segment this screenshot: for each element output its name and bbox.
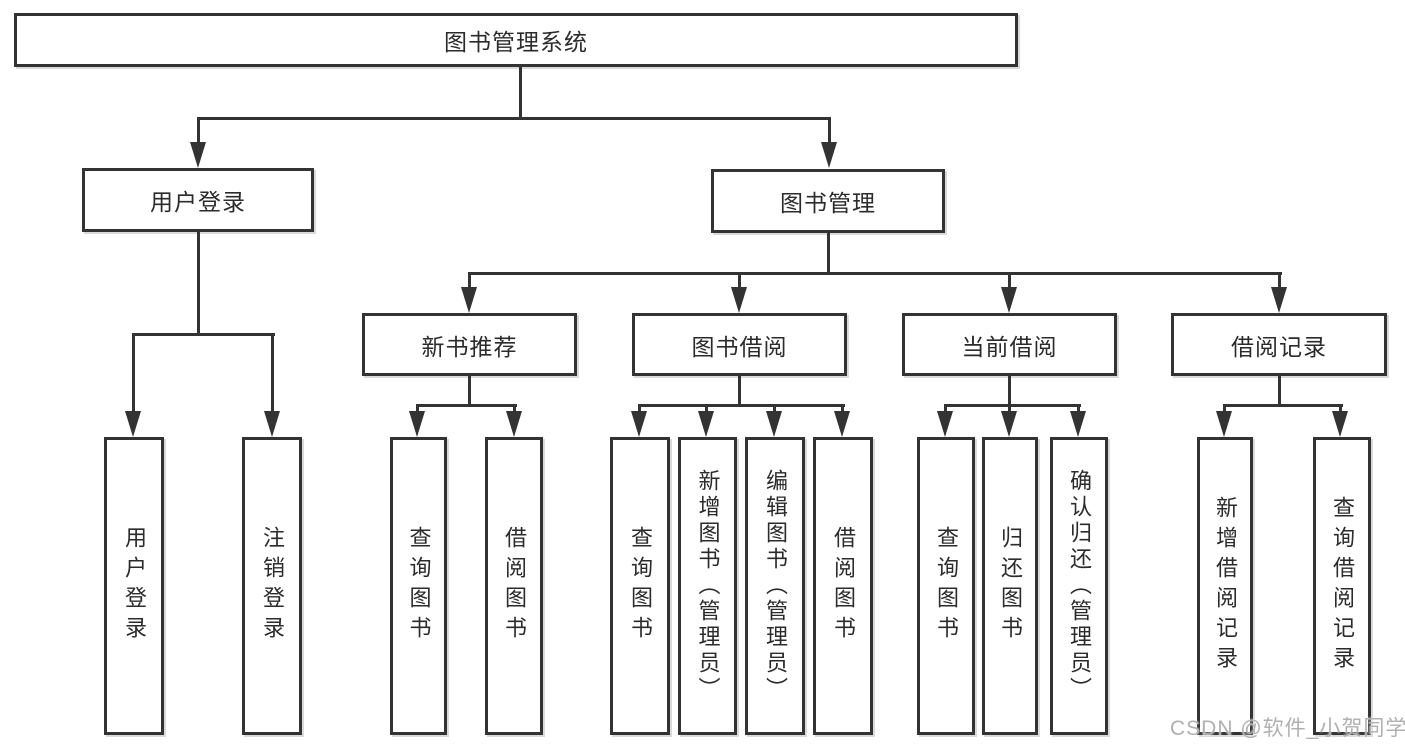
connector-drop [513, 404, 516, 413]
connector-new-book-stem [468, 376, 471, 407]
connector-drop [1223, 404, 1226, 413]
arrow-book-management [821, 142, 837, 168]
arrow-user-login [190, 142, 206, 168]
arrow-query-record [1332, 411, 1348, 437]
connector-book-borrow-stem [738, 376, 741, 407]
node-current-borrow: 当前借阅 [902, 313, 1117, 376]
arrow-add-book [698, 411, 714, 437]
connector-user-login-hbar [132, 333, 275, 336]
arrow-new-book [461, 287, 477, 313]
connector-root-stem [519, 66, 522, 119]
leaf-add-book-admin: 新增图书（管理员） [678, 437, 737, 735]
arrow-borrow-book-2 [834, 411, 850, 437]
leaf-query-book-2: 查询图书 [610, 437, 670, 735]
arrow-logout [264, 411, 280, 437]
connector-drop [1077, 404, 1080, 413]
leaf-confirm-return-admin: 确认归还（管理员） [1050, 437, 1108, 735]
arrow-query-book-2 [631, 411, 647, 437]
connector-drop [416, 404, 419, 413]
connector-drop-current-borrow [1008, 272, 1011, 289]
connector-new-book-hbar [416, 404, 517, 407]
connector-drop [841, 404, 844, 413]
arrow-current-borrow [1001, 287, 1017, 313]
connector-drop-borrow-records [1278, 272, 1281, 289]
arrow-return-book [1001, 411, 1017, 437]
connector-book-borrow-hbar [638, 404, 845, 407]
arrow-query-book-3 [937, 411, 953, 437]
arrow-borrow-records [1271, 287, 1287, 313]
arrow-edit-book [766, 411, 782, 437]
connector-drop-book-management [828, 117, 831, 144]
connector-drop [773, 404, 776, 413]
connector-drop-login [132, 333, 135, 412]
arrow-login [125, 411, 141, 437]
node-book-borrow: 图书借阅 [632, 313, 847, 376]
node-book-management: 图书管理 [711, 169, 945, 233]
leaf-query-book-1: 查询图书 [390, 437, 447, 735]
arrow-book-borrow [731, 287, 747, 313]
connector-drop-user-login [197, 117, 200, 144]
node-new-book-recommend: 新书推荐 [362, 313, 577, 376]
connector-borrow-records-stem [1278, 376, 1281, 407]
connector-book-mgmt-stem [827, 233, 830, 275]
connector-root-hbar [197, 117, 831, 120]
connector-drop-book-borrow [738, 272, 741, 289]
connector-current-borrow-stem [1008, 376, 1011, 407]
node-borrow-records: 借阅记录 [1171, 313, 1387, 376]
connector-drop [705, 404, 708, 413]
node-root: 图书管理系统 [14, 13, 1018, 67]
arrow-add-record [1216, 411, 1232, 437]
leaf-borrow-book-2: 借阅图书 [813, 437, 873, 735]
connector-drop [1008, 404, 1011, 413]
connector-drop [1339, 404, 1342, 413]
leaf-return-book: 归还图书 [982, 437, 1038, 735]
arrow-confirm-return [1070, 411, 1086, 437]
leaf-borrow-book-1: 借阅图书 [485, 437, 543, 735]
connector-drop [638, 404, 641, 413]
csdn-watermark: CSDN @软件_小贺同学 [1170, 717, 1405, 740]
arrow-borrow-book-1 [506, 411, 522, 437]
leaf-query-borrow-record: 查询借阅记录 [1313, 437, 1371, 735]
connector-borrow-records-hbar [1223, 404, 1343, 407]
leaf-query-book-3: 查询图书 [917, 437, 975, 735]
node-user-login: 用户登录 [82, 168, 314, 232]
connector-drop-logout [271, 333, 274, 412]
leaf-edit-book-admin: 编辑图书（管理员） [745, 437, 805, 735]
leaf-user-login: 用户登录 [104, 437, 164, 735]
connector-book-mgmt-hbar [468, 272, 1282, 275]
connector-user-login-stem [197, 232, 200, 336]
arrow-query-book-1 [409, 411, 425, 437]
leaf-logout: 注销登录 [242, 437, 302, 735]
connector-drop [944, 404, 947, 413]
connector-drop-new-book [468, 272, 471, 289]
leaf-add-borrow-record: 新增借阅记录 [1197, 437, 1253, 735]
connector-current-borrow-hbar [944, 404, 1081, 407]
